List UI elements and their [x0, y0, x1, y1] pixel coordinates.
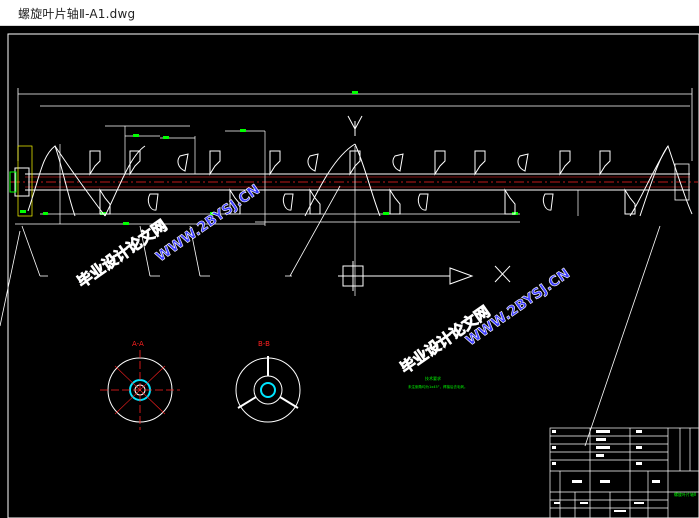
tech-requirements-text: 未注倒角均为1x45°，焊接后去毛刺。	[408, 384, 468, 389]
blade-tabs	[89, 150, 636, 215]
drawing-frame	[7, 33, 699, 518]
section-a-a	[100, 350, 180, 430]
drawing-svg[interactable]: A-A B-B 技术要求 未注倒角均为1x45°，焊接后去毛刺。	[0, 26, 699, 518]
window-titlebar: 螺旋叶片轴Ⅱ-A1.dwg	[0, 0, 699, 26]
section-b-label: B-B	[258, 340, 270, 348]
title-block	[549, 427, 699, 518]
title-block-drawing-name: 螺旋叶片轴Ⅱ	[674, 491, 696, 497]
section-b-b	[235, 356, 301, 423]
ucs-icon	[338, 115, 511, 291]
watermark-1-line2: WWW.2BYSJ.CN	[153, 182, 263, 266]
shaft	[9, 145, 698, 217]
window-title: 螺旋叶片轴Ⅱ-A1.dwg	[18, 7, 136, 21]
cad-drawing-canvas[interactable]: A-A B-B 技术要求 未注倒角均为1x45°，焊接后去毛刺。	[0, 26, 699, 518]
tech-requirements-title: 技术要求	[425, 375, 441, 381]
leader-lines	[0, 185, 661, 447]
extension-lines	[59, 126, 579, 296]
section-a-label: A-A	[132, 340, 144, 348]
watermark-1b: WWW.2BYSJ.CN	[153, 181, 263, 266]
title-block-fills	[552, 430, 660, 512]
